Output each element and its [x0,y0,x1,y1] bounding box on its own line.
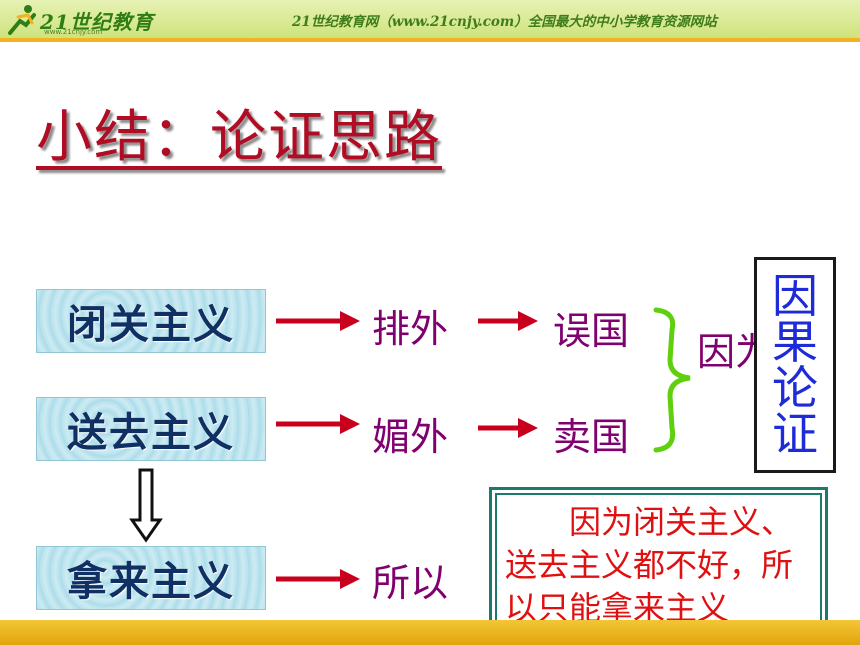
effect-paiwai: 排外 [372,307,449,351]
causal-argument-box: 因果论证 [754,257,836,473]
ism-box-grabbing: 拿来主义 [36,546,266,610]
runner-logo-icon [8,5,36,35]
summary-box: 因为闭关主义、送去主义都不好，所以只能拿来主义 [489,487,828,639]
page-title: 小结：论证思路 [36,105,442,170]
summary-inner-frame: 因为闭关主义、送去主义都不好，所以只能拿来主义 [495,493,822,633]
causal-label: 因果论证 [772,269,818,461]
result-wuguo: 误国 [553,309,630,353]
brace-icon [653,307,691,453]
ism-box-sending-out: 送去主义 [36,397,266,461]
footer-bar [0,620,860,645]
result-maiguo: 卖国 [553,415,630,459]
logo-text: 21世纪教育 [40,10,154,34]
ism-box-closed-door: 闭关主义 [36,289,266,353]
site-header [0,0,860,42]
header-slogan: 21世纪教育网（www.21cnjy.com）全国最大的中小学教育资源网站 [292,14,717,30]
summary-text: 因为闭关主义、送去主义都不好，所以只能拿来主义 [505,503,794,627]
logo-url: www.21cnjy.com [44,28,103,36]
effect-suoyi: 所以 [372,561,449,605]
effect-meiwai: 媚外 [372,415,449,459]
because-label: 因为 [697,330,774,374]
down-arrow-icon [129,468,163,543]
